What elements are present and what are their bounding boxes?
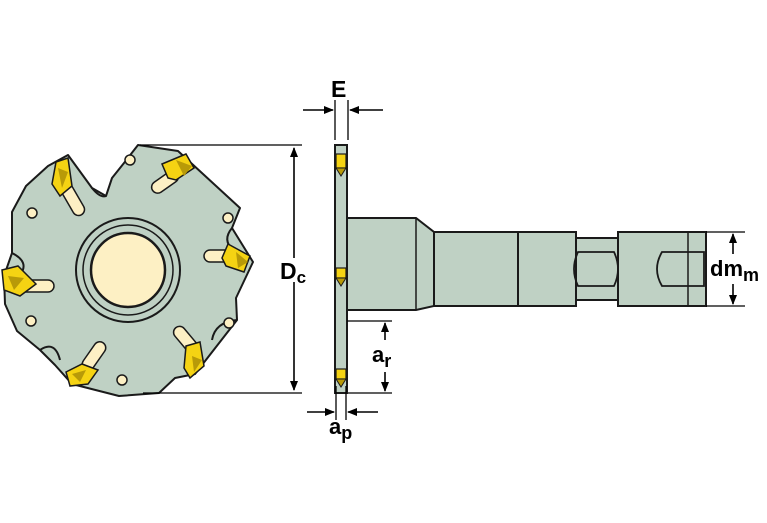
- screw-hole: [25, 315, 37, 327]
- e-dimension: [303, 100, 383, 140]
- ap-dimension: [307, 386, 378, 420]
- screw-hole: [116, 374, 128, 386]
- insert-top: [161, 153, 195, 181]
- dmm-label: dmm: [710, 256, 759, 285]
- insert-right: [221, 242, 251, 273]
- insert-left: [1, 265, 38, 297]
- ar-dimension: [347, 320, 392, 394]
- dc-label: Dc: [280, 258, 306, 287]
- arbor-key-section: [575, 237, 619, 301]
- insert-bottom-right: [183, 341, 205, 380]
- arbor-shaft: [433, 231, 519, 307]
- e-label: E: [331, 76, 346, 102]
- screw-hole: [223, 317, 235, 329]
- side-insert-top: [335, 153, 347, 177]
- key-slot: [573, 251, 619, 287]
- hub-middle-ring: [82, 224, 174, 316]
- end-slot: [656, 251, 705, 287]
- arbor-collar: [344, 217, 435, 311]
- side-insert-bottom: [335, 368, 347, 388]
- ar-label: ar: [372, 342, 391, 371]
- side-insert-middle: [335, 267, 347, 287]
- cutter-front-view: [1, 144, 254, 397]
- hub-bore: [89, 231, 167, 309]
- ap-label: ap: [329, 414, 352, 443]
- screw-hole: [26, 207, 38, 219]
- arbor-step: [517, 231, 577, 307]
- screw-hole: [124, 154, 136, 166]
- arbor-end: [617, 231, 707, 307]
- insert-bottom-left: [65, 363, 100, 387]
- screw-hole: [222, 212, 234, 224]
- cutter-side-view: [334, 144, 707, 394]
- dc-dimension: [140, 144, 302, 394]
- dmm-dimension: [706, 231, 745, 307]
- insert-top-left: [51, 157, 73, 198]
